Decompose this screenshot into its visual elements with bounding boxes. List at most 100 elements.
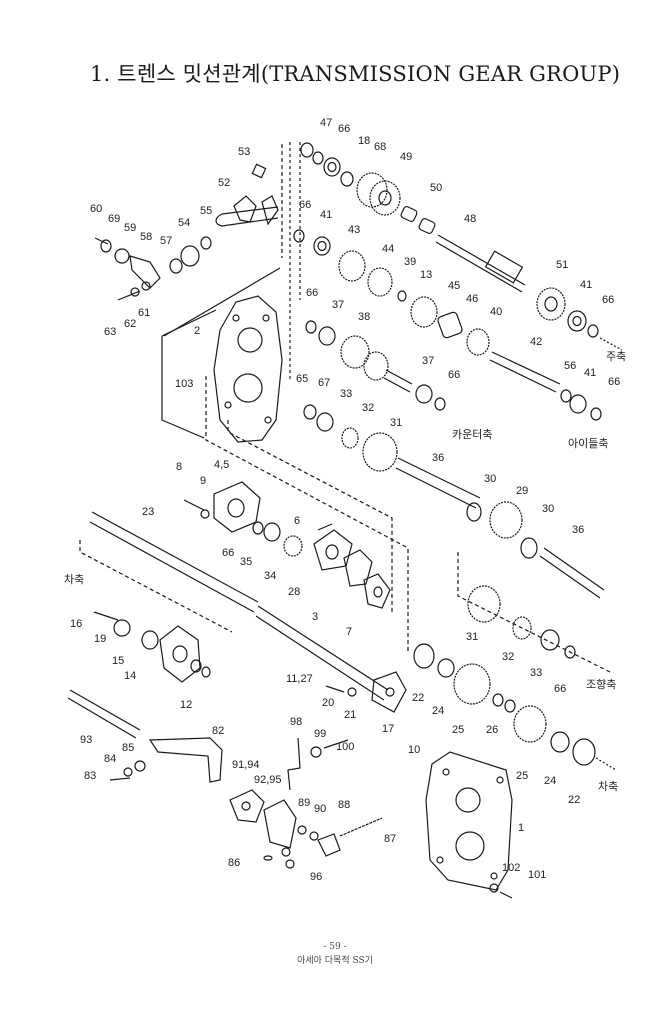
part-label: 54 [178,217,190,229]
part-label: 66 [602,294,614,306]
part-label: 61 [138,307,150,319]
part-label: 45 [448,280,460,292]
axle-assembly [79,481,407,713]
part-label: 24 [432,705,444,717]
part-label: 90 [314,803,326,815]
part-label: 57 [160,235,172,247]
part-label: 38 [358,311,370,323]
part-label: 102 [502,862,520,874]
wheel-hub-assembly [93,611,211,683]
part-label: 66 [338,123,350,135]
part-label: 58 [140,231,152,243]
part-label: 2 [194,325,200,337]
part-label: 82 [212,725,224,737]
part-label: 20 [322,697,334,709]
part-label: 30 [542,503,554,515]
part-label: 34 [264,570,276,582]
part-label: 3 [312,611,318,623]
part-label: 88 [338,799,350,811]
part-label: 25 [452,724,464,736]
part-label: 66 [306,287,318,299]
part-label: 22 [568,794,580,806]
part-label: 60 [90,203,102,215]
part-label: 67 [318,377,330,389]
part-label: 66 [554,683,566,695]
steering-shaft-label: 조향축 [586,678,616,691]
shaft-group-labels: 주축 카운터축 아이들축 차축 조향축 차축 [64,350,626,793]
part-label: 36 [572,524,584,536]
book-title: 아세아 다목적 SS기 [297,956,373,966]
part-label: 51 [556,259,568,271]
part-label: 21 [344,709,356,721]
part-label: 62 [124,318,136,330]
part-label: 40 [490,306,502,318]
lever-assembly [67,689,383,869]
transmission-case-right [425,751,513,899]
part-label: 68 [374,141,386,153]
part-label: 10 [408,744,420,756]
part-label: 55 [200,205,212,217]
part-label: 48 [464,213,476,225]
part-label: 9 [200,475,206,487]
part-label: 50 [430,182,442,194]
axle-right-label: 차축 [598,780,618,793]
part-label: 89 [298,797,310,809]
main-shaft-assembly [289,142,623,380]
part-label: 63 [104,326,116,338]
part-label: 26 [486,724,498,736]
part-label: 41 [584,367,596,379]
part-label: 11,27 [286,673,313,685]
part-label: 69 [108,213,120,225]
part-label: 66 [299,199,311,211]
part-label: 103 [175,378,193,390]
part-label: 39 [404,256,416,268]
part-label: 101 [528,869,546,881]
part-label: 31 [466,631,478,643]
part-label: 47 [320,117,332,129]
part-label: 93 [80,734,92,746]
part-label: 33 [530,667,542,679]
part-label: 85 [122,742,134,754]
part-label: 56 [564,360,576,372]
part-label: 99 [314,728,326,740]
part-label: 25 [516,770,528,782]
part-label: 8 [176,461,182,473]
part-label: 96 [310,871,322,883]
part-label: 98 [290,716,302,728]
part-label: 13 [420,269,432,281]
part-label: 4,5 [214,459,229,471]
part-label: 66 [608,376,620,388]
part-label: 65 [296,373,308,385]
part-label: 92,95 [254,774,282,786]
part-label: 33 [340,388,352,400]
part-label: 37 [422,355,434,367]
part-label: 1 [518,822,524,834]
part-label: 46 [466,293,478,305]
part-label: 52 [218,177,230,189]
part-label: 23 [142,506,154,518]
part-label: 29 [516,485,528,497]
part-label: 59 [124,222,136,234]
part-label: 84 [104,753,116,765]
part-label: 31 [390,417,402,429]
part-label: 16 [70,618,82,630]
part-label: 36 [432,452,444,464]
part-label: 66 [222,547,234,559]
page-number: - 59 - [323,942,347,952]
page-title: 1. 트렌스 밋션관계(TRANSMISSION GEAR GROUP) [90,62,621,86]
part-number-labels: 47 66 18 68 49 53 52 50 48 60 69 59 58 5… [70,117,620,883]
part-label: 32 [502,651,514,663]
shift-fork-assembly [94,163,279,301]
part-label: 18 [358,135,370,147]
main-shaft-label: 주축 [606,350,626,363]
part-label: 28 [288,586,300,598]
part-label: 41 [320,209,332,221]
axle-label: 차축 [64,573,84,586]
idle-shaft-label: 아이들축 [568,437,608,450]
part-label: 12 [180,699,192,711]
part-label: 15 [112,655,124,667]
part-label: 66 [448,369,460,381]
idle-shaft-assembly [293,229,602,421]
part-label: 37 [332,299,344,311]
part-label: 49 [400,151,412,163]
